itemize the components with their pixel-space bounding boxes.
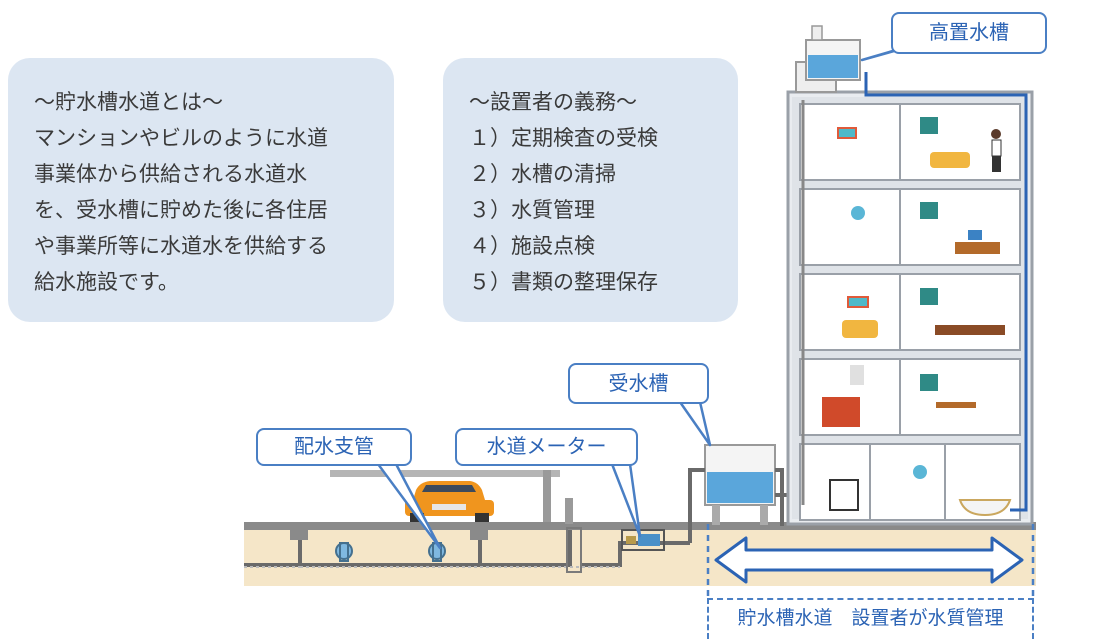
duties-box: ～設置者の義務～ １）定期検査の受検 ２）水槽の清掃 ３）水質管理 ４）施設点検…: [443, 58, 738, 322]
definition-line: や事業所等に水道水を供給する: [34, 234, 328, 258]
definition-line: マンションやビルのように水道: [34, 126, 328, 150]
apartment-building: [786, 90, 1034, 526]
overpass: [330, 470, 560, 477]
supply-riser-pipe: [864, 72, 1028, 512]
callout-tail: [610, 463, 642, 538]
range-hood: [850, 365, 864, 385]
duty-item: ３）水質管理: [469, 198, 595, 222]
table: [936, 402, 976, 408]
kitchen-counter: [822, 397, 860, 427]
bathtub: [958, 499, 1012, 517]
water-meter: [621, 529, 665, 551]
pipe-joint: [470, 530, 488, 540]
duty-item: ２）水槽の清掃: [469, 162, 616, 186]
person-figure: [991, 129, 1002, 172]
underground-pipe: [244, 530, 690, 567]
duty-item: ４）施設点検: [469, 234, 595, 258]
duties-title: ～設置者の義務～: [469, 90, 637, 114]
drain-pipe: [566, 527, 582, 573]
distribution-pipe-label: 配水支管: [256, 428, 412, 466]
water-meter-label: 水道メーター: [455, 428, 638, 466]
road-surface: [244, 522, 1036, 530]
definition-box: ～貯水槽水道とは～ マンションやビルのように水道 事業体から供給される水道水 を…: [8, 58, 394, 322]
bed: [935, 325, 1005, 335]
desk: [955, 242, 1000, 254]
elevated-tank: [795, 25, 861, 93]
definition-line: を、受水槽に貯めた後に各住居: [34, 198, 328, 222]
computer: [968, 230, 982, 240]
mirror: [851, 206, 865, 220]
callout-tail: [376, 463, 442, 550]
mirror: [913, 465, 927, 479]
washroom-fixture: [829, 479, 859, 511]
elevated-tank-label: 高置水槽: [891, 12, 1047, 54]
receiving-tank-label: 受水槽: [568, 363, 709, 404]
post: [565, 498, 573, 524]
definition-line: 給水施設です。: [34, 270, 179, 294]
scope-caption: 貯水槽水道 設置者が水質管理: [707, 598, 1034, 639]
pipe-joint: [290, 530, 308, 540]
definition-title: ～貯水槽水道とは～: [34, 90, 223, 114]
scope-bracket: [706, 524, 1035, 598]
scope-double-arrow: [714, 536, 1024, 584]
sofa: [930, 152, 970, 168]
duty-item: １）定期検査の受検: [469, 126, 658, 150]
sofa: [842, 320, 878, 338]
definition-line: 事業体から供給される水道水: [34, 162, 307, 186]
gate-valve: [335, 542, 353, 562]
overpass-pillar: [543, 470, 551, 522]
duty-item: ５）書類の整理保存: [469, 270, 658, 294]
callout-tail: [678, 401, 712, 447]
receiving-tank: [688, 444, 800, 543]
